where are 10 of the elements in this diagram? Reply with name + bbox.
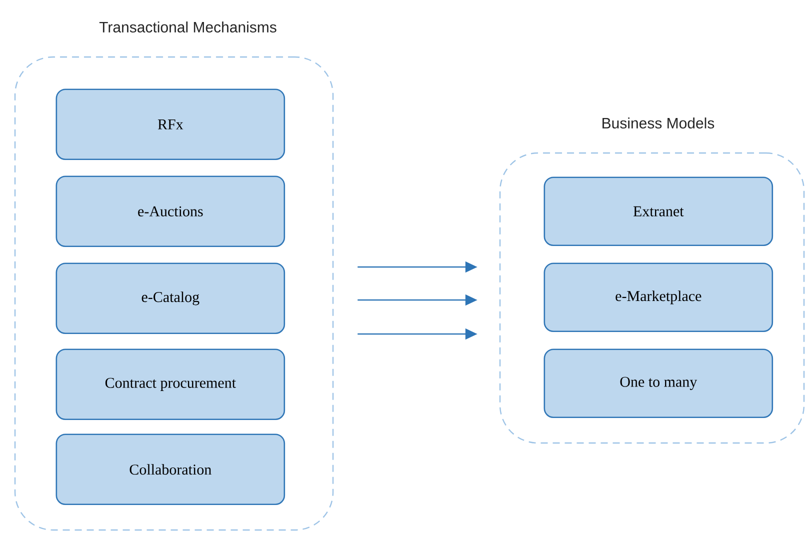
item-box: e-Marketplace xyxy=(544,262,774,332)
node-label: Transactional Mechanisms xyxy=(99,21,276,32)
item-box: RFx xyxy=(56,88,286,160)
item-box: e-Auctions xyxy=(56,176,286,248)
node-label: Business Models xyxy=(602,117,714,128)
item-box: Contract procurement xyxy=(56,348,286,420)
item-box: e-Catalog xyxy=(56,262,286,334)
item-box: One to many xyxy=(544,348,774,418)
item-box: Extranet xyxy=(544,176,774,246)
item-box: Collaboration xyxy=(56,434,286,506)
